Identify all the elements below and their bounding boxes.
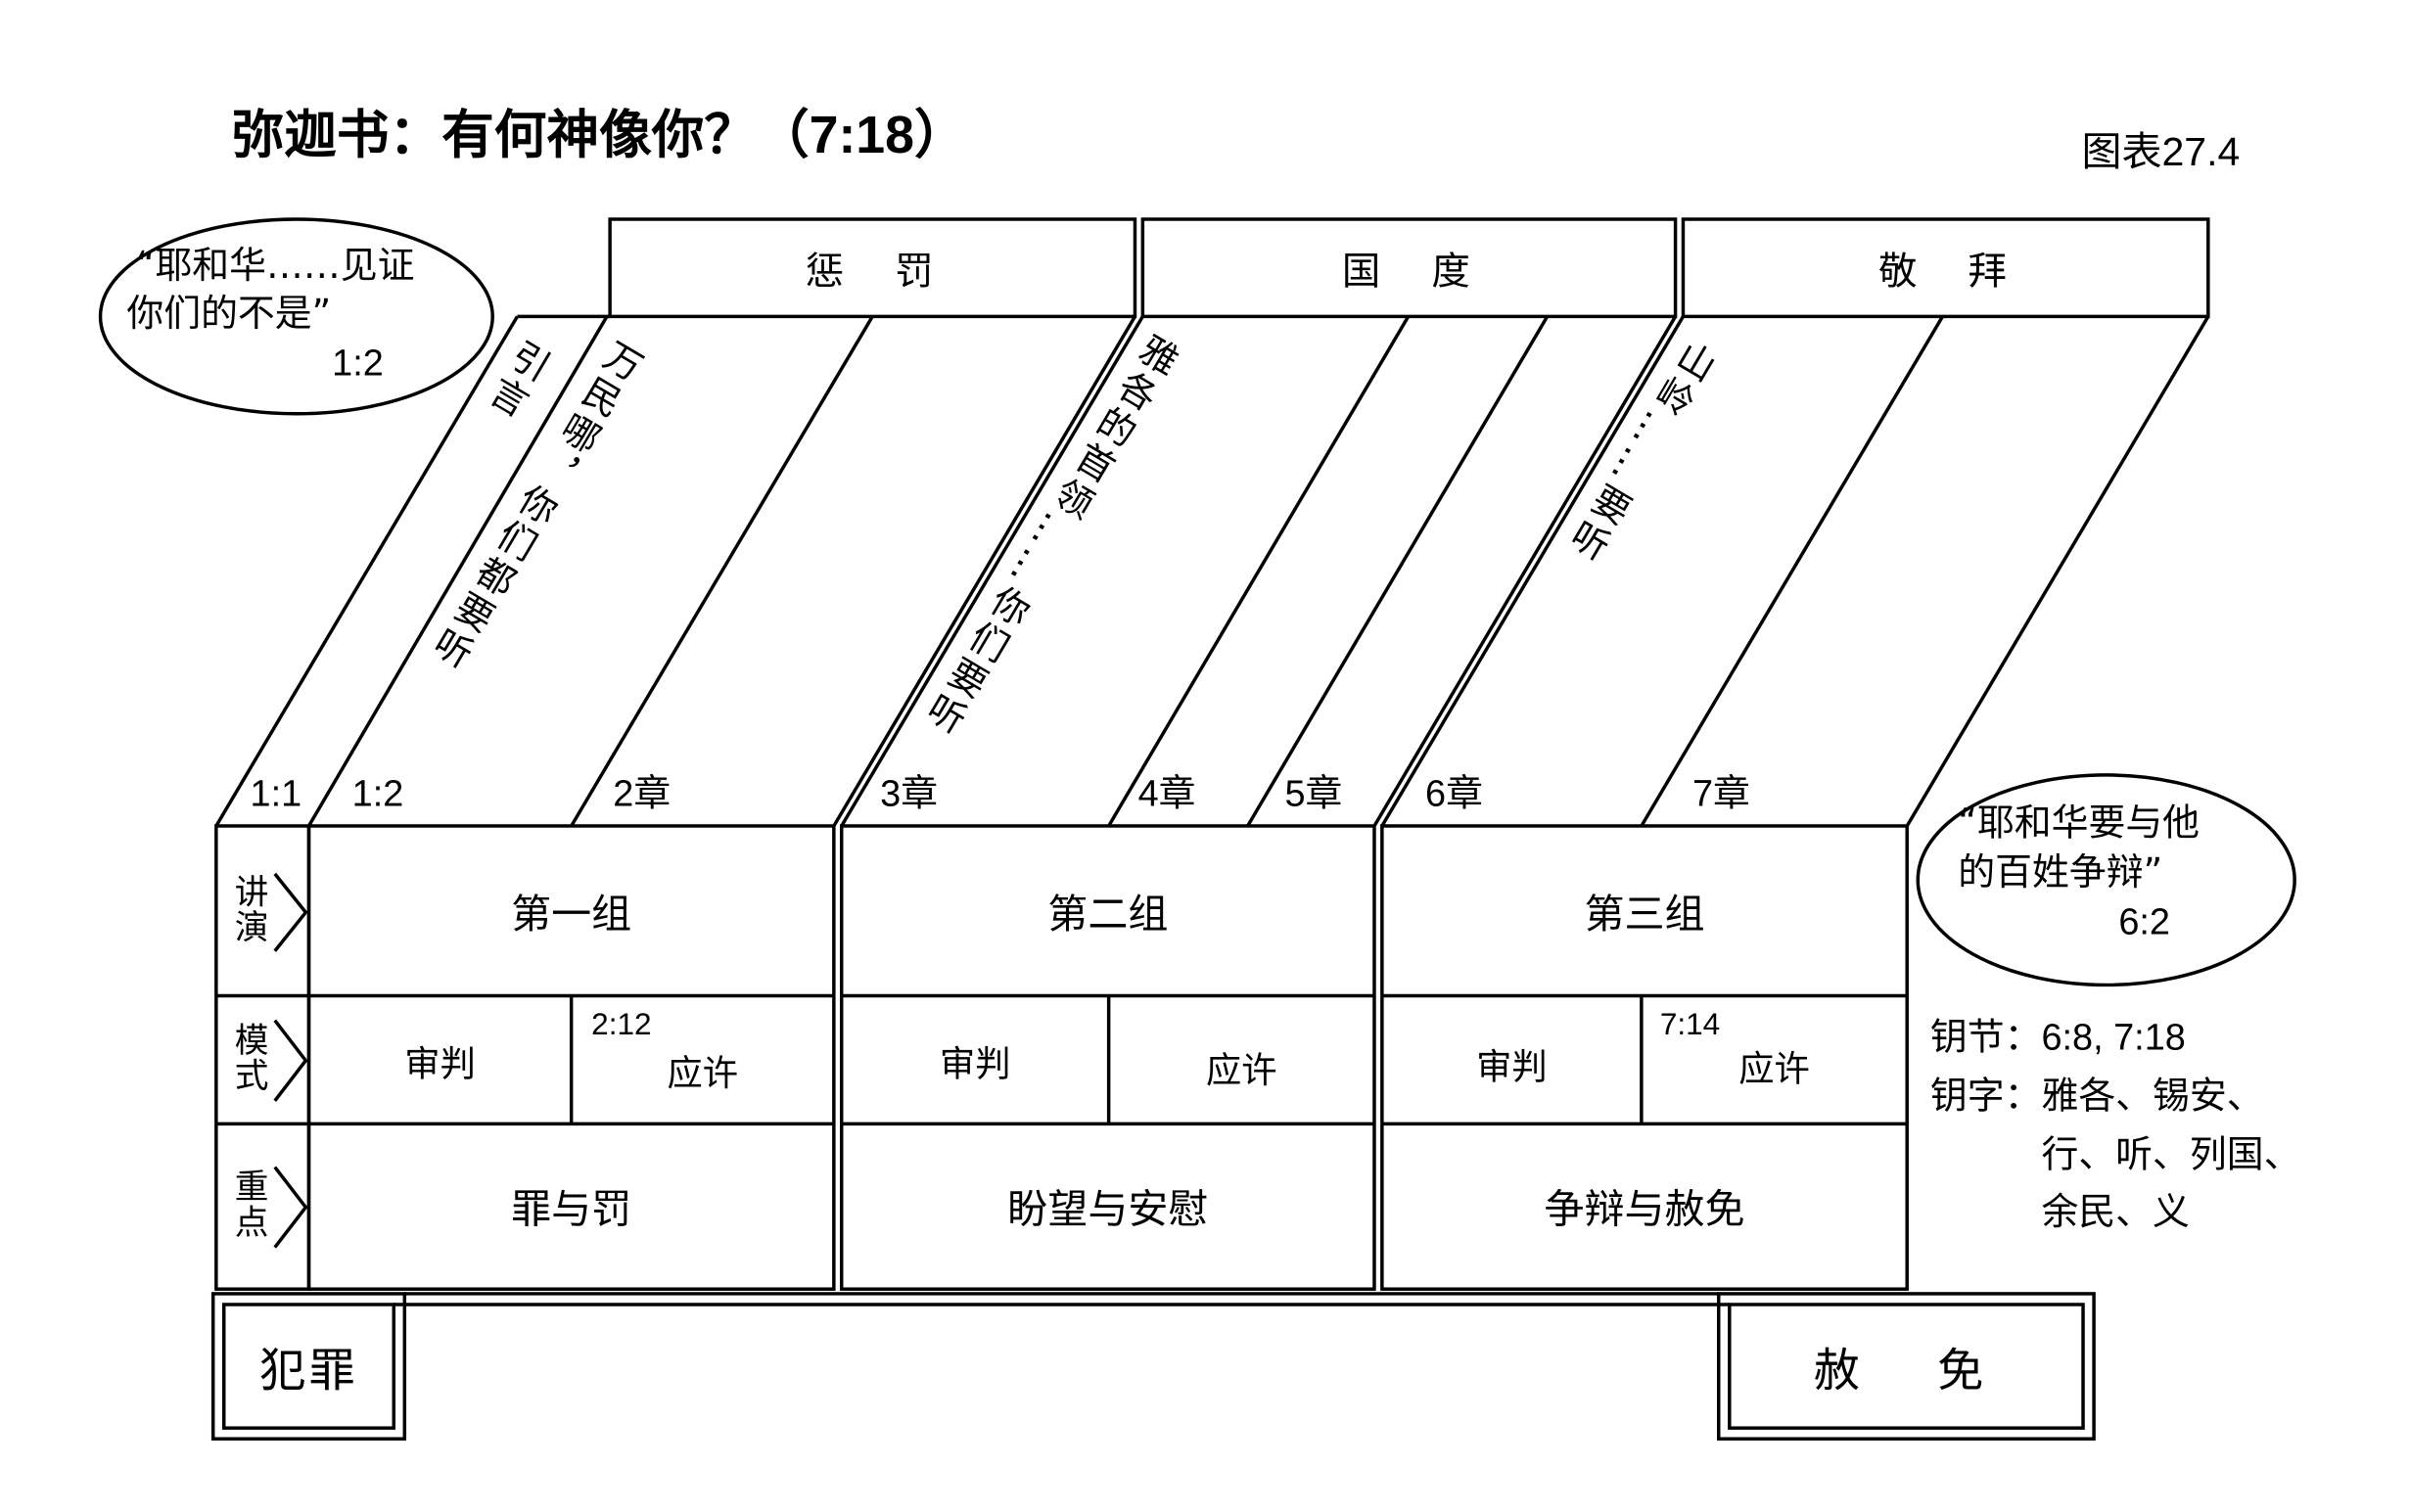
slant-left-edge: [214, 315, 519, 827]
pattern-promise-ref: 7:14: [1659, 1008, 1721, 1042]
discourse-cell: 第一组: [511, 892, 632, 937]
discourse-cell: 第三组: [1584, 892, 1705, 937]
row-label-pattern: 模式: [228, 1022, 267, 1093]
row-label-emphasis: 重点: [228, 1168, 267, 1240]
quote-right-line2: 的百姓争辩”: [1958, 850, 2163, 894]
quote-bubble-left: [98, 217, 494, 416]
figure-label: 图表27.4: [2081, 127, 2241, 175]
theme-punishment: 惩 罚: [805, 248, 940, 293]
chapter-marker: 3章: [880, 773, 939, 815]
slant-right-edge: [1905, 315, 2210, 827]
chapter-marker: 2章: [613, 773, 672, 815]
discourse-cell: 第二组: [1047, 892, 1169, 937]
chapter-marker: 1:2: [351, 773, 404, 815]
slant-divider: [832, 315, 1136, 827]
pattern-judgment: 审判: [404, 1044, 476, 1085]
sin-box-inner: [222, 1303, 395, 1430]
key-words-line: 余民、义: [2041, 1190, 2190, 1234]
chapter-marker: 4章: [1137, 773, 1196, 815]
chapter-marker: 7章: [1691, 773, 1750, 815]
emphasis-cell: 争辩与赦免: [1544, 1187, 1745, 1232]
slant-divider: [570, 315, 874, 827]
pattern-promise: 应许: [1738, 1048, 1810, 1089]
slant-divider: [1107, 315, 1411, 827]
pardon-box-outer: [1717, 1292, 2096, 1441]
key-words-line: 行、听、列国、: [2041, 1132, 2301, 1177]
slant-divider: [1246, 315, 1550, 827]
slant-divider: [1380, 315, 1685, 827]
pattern-judgment: 审判: [1476, 1047, 1548, 1088]
chevron-right-icon: [273, 1166, 308, 1249]
key-words-line: 雅各、锡安、: [2041, 1074, 2264, 1119]
chapter-marker: 6章: [1425, 773, 1483, 815]
quote-right-ref: 6:2: [2118, 901, 2170, 943]
emphasis-cell: 罪与罚: [511, 1187, 632, 1232]
key-words: 钥字：雅各、锡安、: [1930, 1075, 2264, 1118]
pardon-box-inner: [1728, 1303, 2085, 1430]
quote-left-line2: 你们的不是”: [126, 292, 332, 336]
slant-divider: [1640, 315, 1944, 827]
quote-left-ref: 1:2: [332, 343, 384, 385]
bottom-label-sin: 犯罪: [259, 1345, 358, 1399]
key-verses: 钥节：6:8, 7:18: [1930, 1016, 2186, 1061]
theme-box-3: [1681, 217, 2210, 319]
key-verses-value: 6:8, 7:18: [2041, 1017, 2186, 1060]
section-frame-2: [840, 824, 1376, 1291]
quote-right-line1: “耶和华要与他: [1958, 801, 2201, 845]
emphasis-cell: 盼望与安慰: [1007, 1187, 1209, 1232]
quote-left-line1: “耶和华……见证: [135, 244, 415, 288]
theme-worship: 敬 拜: [1878, 248, 2014, 293]
slant-divider: [840, 315, 1144, 827]
pattern-promise: 应许: [1206, 1050, 1277, 1091]
pattern-promise: 应许: [667, 1053, 739, 1094]
chevron-right-icon: [273, 1019, 308, 1102]
key-verses-label: 钥节：: [1929, 1015, 2042, 1060]
key-words-label: 钥字：: [1929, 1074, 2042, 1119]
chapter-marker: 1:1: [250, 773, 302, 815]
quote-bubble-right: [1916, 773, 2296, 987]
section-frame-3: [1380, 824, 1909, 1291]
pattern-promise-ref: 2:12: [591, 1008, 652, 1042]
pattern-judgment: 审判: [939, 1044, 1011, 1085]
sin-box-outer: [210, 1292, 407, 1441]
theme-box-2: [1140, 217, 1678, 319]
theme-kingdom: 国 度: [1341, 248, 1477, 293]
chevron-right-icon: [273, 872, 308, 952]
section-frame-1: [306, 824, 836, 1291]
chapter-marker: 5章: [1284, 773, 1343, 815]
slant-divider: [1372, 315, 1678, 827]
page-title: 弥迦书：有何神像你？（7:18）: [231, 106, 967, 165]
row-label-discourse: 讲演: [228, 873, 267, 945]
slant-divider: [307, 315, 609, 827]
bottom-label-pardon: 赦 免: [1813, 1345, 2000, 1399]
